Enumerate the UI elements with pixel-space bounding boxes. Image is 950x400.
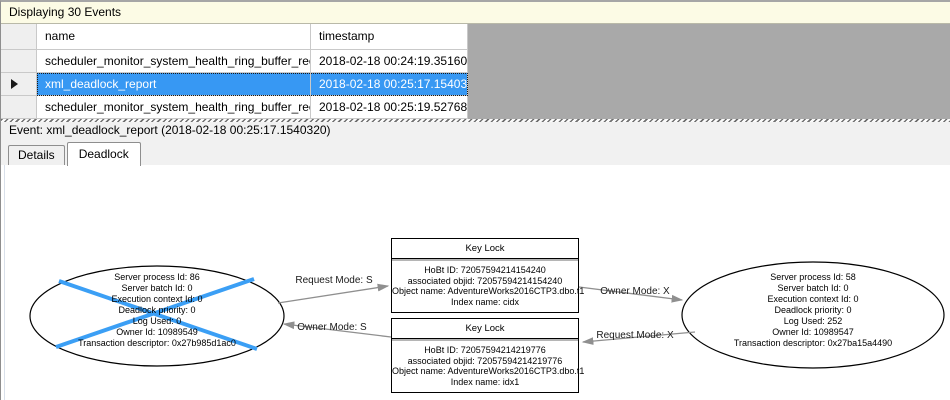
process-detail-line: Server batch Id: 0 — [777, 283, 849, 293]
current-row-indicator-icon — [11, 79, 18, 89]
resource-title: Key Lock — [392, 239, 578, 259]
edge-owner-s — [282, 321, 392, 338]
process-detail-line: Execution context Id: 0 — [767, 294, 859, 304]
edge-label-owner-s: Owner Mode: S — [297, 322, 367, 333]
process-detail-line: Transaction descriptor: 0x27b985d1ac0 — [78, 338, 236, 348]
resource-detail-line: HoBt ID: 72057594214154240 — [424, 265, 546, 275]
deadlock-graph-pane: Server process Id: 86 Server batch Id: 0… — [1, 165, 950, 400]
events-count-header: Displaying 30 Events — [1, 2, 950, 24]
process-detail-line: Execution context Id: 0 — [111, 294, 203, 304]
row-selector-cell[interactable] — [1, 73, 37, 96]
edge-request-x — [581, 331, 696, 345]
edge-label-request-x: Request Mode: X — [596, 330, 674, 341]
survivor-process-details: Server process Id: 58 Server batch Id: 0… — [683, 272, 943, 349]
resource-detail-line: Object name: AdventureWorks2016CTP3.dbo.… — [392, 286, 585, 296]
resource-detail-line: HoBt ID: 72057594214219776 — [424, 345, 546, 355]
row-selector-cell[interactable] — [1, 50, 37, 73]
resource-detail-line: associated objid: 72057594214154240 — [407, 275, 563, 286]
event-name-cell[interactable]: scheduler_monitor_system_health_ring_buf… — [37, 50, 311, 73]
column-header-timestamp[interactable]: timestamp — [311, 24, 468, 50]
resource-node-keylock-cidx[interactable]: Key Lock HoBt ID: 72057594214154240 asso… — [391, 238, 585, 313]
process-detail-line: Owner Id: 10989547 — [772, 327, 854, 337]
process-detail-line: Server batch Id: 0 — [121, 283, 193, 293]
row-selector-cell[interactable] — [1, 96, 37, 119]
events-grid: name timestamp scheduler_monitor_system_… — [1, 24, 950, 119]
edge-label-owner-x: Owner Mode: X — [600, 286, 670, 297]
victim-cross-line — [58, 279, 258, 351]
pane-splitter[interactable] — [1, 119, 950, 122]
event-name-cell[interactable]: xml_deadlock_report — [37, 73, 311, 96]
edge-request-s — [277, 283, 390, 304]
event-timestamp-cell[interactable]: 2018-02-18 00:25:19.5276859 — [311, 96, 468, 119]
table-row-selected[interactable]: xml_deadlock_report 2018-02-18 00:25:17.… — [1, 73, 468, 96]
tab-deadlock[interactable]: Deadlock — [66, 142, 141, 166]
event-name-cell[interactable]: scheduler_monitor_system_health_ring_buf… — [37, 96, 311, 119]
process-node-survivor[interactable] — [681, 261, 945, 369]
resource-detail-line: Index name: cidx — [450, 296, 520, 307]
resource-detail-line: associated objid: 72057594214219776 — [407, 355, 563, 366]
victim-cross-line — [55, 277, 255, 349]
selected-event-caption: Event: xml_deadlock_report (2018-02-18 0… — [1, 122, 950, 140]
process-detail-line: Transaction descriptor: 0x27ba15a4490 — [733, 338, 893, 348]
column-header-name[interactable]: name — [37, 24, 311, 50]
events-grid-table: name timestamp scheduler_monitor_system_… — [1, 24, 468, 119]
detail-tabstrip: Details Deadlock — [1, 140, 950, 166]
process-detail-line: Log Used: 0 — [132, 316, 182, 326]
process-detail-line: Server process Id: 86 — [114, 272, 200, 282]
edge-owner-x — [578, 286, 684, 303]
grid-header-row: name timestamp — [1, 24, 468, 50]
process-detail-line: Deadlock priority: 0 — [118, 305, 196, 315]
deadlock-graph-canvas — [29, 261, 945, 369]
victim-process-details: Server process Id: 86 Server batch Id: 0… — [32, 272, 282, 349]
table-row[interactable]: scheduler_monitor_system_health_ring_buf… — [1, 96, 468, 119]
tab-details[interactable]: Details — [8, 145, 65, 165]
process-detail-line: Owner Id: 10989549 — [116, 327, 198, 337]
resource-detail-line: Object name: AdventureWorks2016CTP3.dbo.… — [392, 366, 585, 376]
process-detail-line: Server process Id: 58 — [770, 272, 856, 282]
resource-detail-line: Index name: idx1 — [450, 376, 520, 387]
table-row[interactable]: scheduler_monitor_system_health_ring_buf… — [1, 50, 468, 73]
resource-node-keylock-idx1[interactable]: Key Lock HoBt ID: 72057594214219776 asso… — [391, 318, 585, 393]
row-selector-header-cell[interactable] — [1, 24, 37, 50]
pane-left-border — [4, 165, 5, 400]
event-timestamp-cell[interactable]: 2018-02-18 00:25:17.1540320 — [311, 73, 468, 96]
process-detail-line: Log Used: 252 — [783, 316, 843, 326]
edge-label-request-s: Request Mode: S — [295, 275, 373, 286]
event-timestamp-cell[interactable]: 2018-02-18 00:24:19.3516078 — [311, 50, 468, 73]
process-detail-line: Deadlock priority: 0 — [774, 305, 852, 315]
resource-title: Key Lock — [392, 319, 578, 339]
